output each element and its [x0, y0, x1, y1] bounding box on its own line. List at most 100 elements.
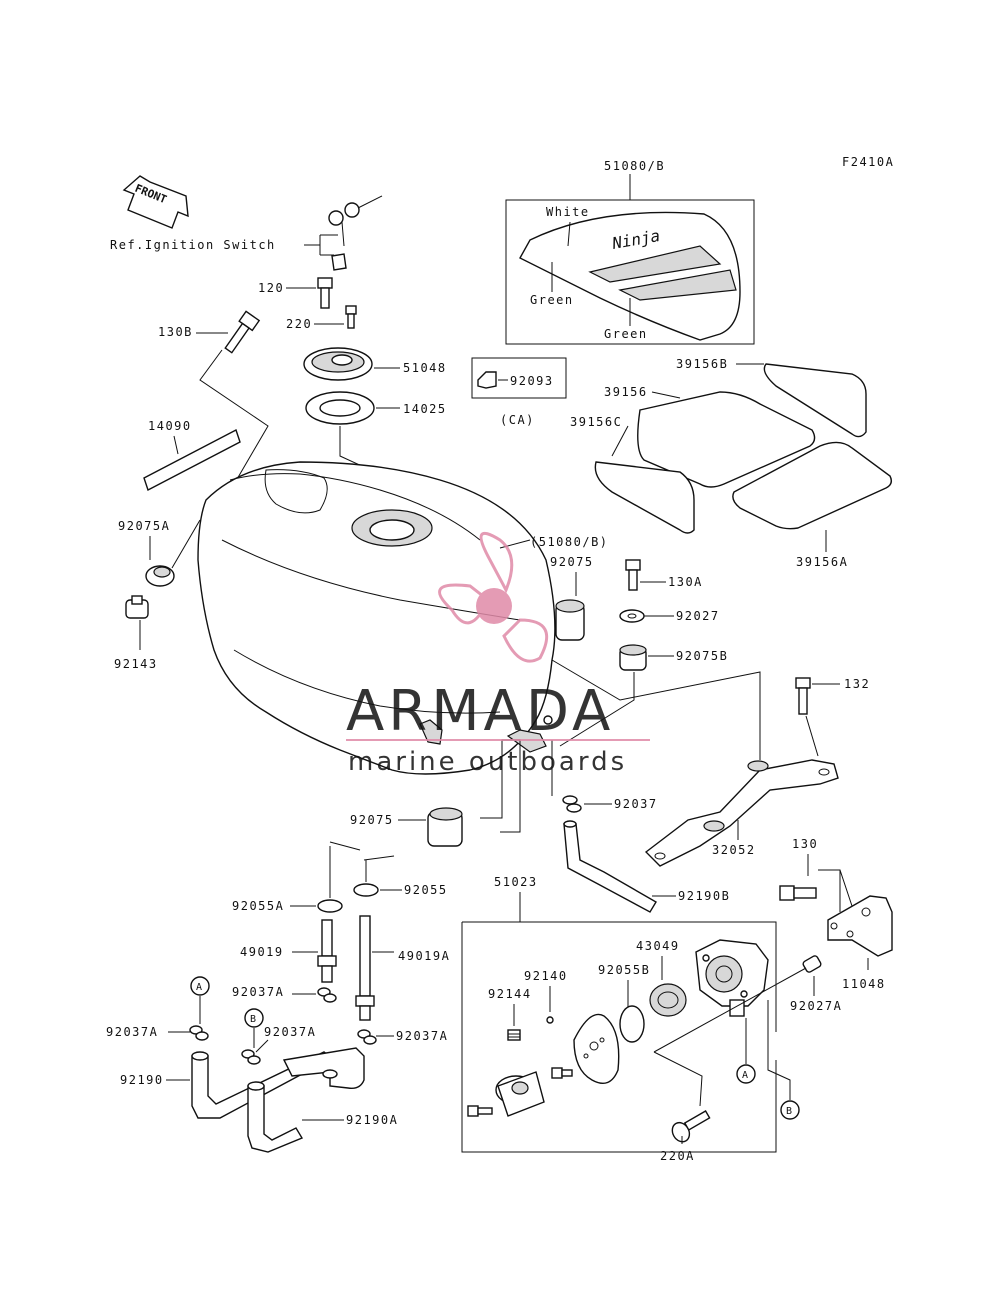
clip-92037A-3-icon: [241, 1049, 261, 1065]
knee-pad-39156B-icon: [763, 363, 867, 438]
damper-92075-lower-icon: [427, 807, 463, 847]
ref-circle-B-right: B: [780, 1100, 800, 1120]
label-51023: 51023: [494, 875, 538, 889]
label-130B: 130B: [158, 325, 193, 339]
watermark-brand: ARMADA: [346, 679, 614, 744]
label-39156A: 39156A: [796, 555, 848, 569]
diaphragm-43049-icon: [649, 983, 687, 1017]
svg-text:A: A: [196, 982, 202, 993]
label-92055: 92055: [404, 883, 448, 897]
hose-92190A-icon: [247, 1047, 365, 1153]
tap-plate-icon: [573, 1013, 620, 1084]
label-220A: 220A: [660, 1149, 695, 1163]
lever-screw-icon: [467, 1105, 493, 1117]
label-51048: 51048: [403, 361, 447, 375]
watermark-tagline: marine outboards: [348, 747, 627, 777]
label-92144: 92144: [488, 987, 532, 1001]
grommet-92075B-icon: [619, 644, 647, 671]
label-220: 220: [286, 317, 312, 331]
fuel-tap-body-icon: [695, 939, 769, 1017]
ref-ignition-switch-label: Ref.Ignition Switch: [110, 238, 276, 252]
bolt-130A-icon: [625, 559, 641, 591]
label-49019: 49019: [240, 945, 284, 959]
tap-lever-icon: [495, 1071, 545, 1117]
propeller-logo-icon: [438, 531, 549, 663]
bolt-130-icon: [779, 885, 817, 901]
bolt-132-icon: [795, 677, 811, 715]
oring-92055A-icon: [317, 899, 343, 913]
bolt-92143-icon: [125, 595, 149, 619]
label-130A: 130A: [668, 575, 703, 589]
cap-ring-14025-icon: [305, 391, 375, 425]
clip-92037A-2-icon: [317, 987, 337, 1003]
decal-white-label: White: [546, 205, 590, 219]
oring-92055B-icon: [619, 1005, 645, 1043]
label-39156: 39156: [604, 385, 648, 399]
label-92055B: 92055B: [598, 963, 650, 977]
label-51080B: 51080/B: [604, 159, 665, 173]
front-arrow-icon: FRONT: [122, 175, 189, 229]
decal-box: [505, 199, 755, 345]
fuel-tank-icon: [197, 461, 556, 775]
label-14090: 14090: [148, 419, 192, 433]
oring-92055-icon: [353, 883, 379, 897]
clip-92037A-1-icon: [189, 1025, 209, 1041]
label-92027: 92027: [676, 609, 720, 623]
grommet-92075A-icon: [145, 565, 175, 587]
label-92190A: 92190A: [346, 1113, 398, 1127]
label-49019A: 49019A: [398, 949, 450, 963]
label-92037A-3: 92037A: [264, 1025, 316, 1039]
decal-green-label-2: Green: [604, 327, 648, 341]
label-92037A-1: 92037A: [106, 1025, 158, 1039]
ball-92140-icon: [546, 1016, 554, 1024]
knee-pad-39156A-icon: [732, 441, 893, 530]
label-92190: 92190: [120, 1073, 164, 1087]
bolt-120-icon: [317, 277, 333, 309]
svg-text:B: B: [786, 1106, 792, 1117]
label-39156C: 39156C: [570, 415, 622, 429]
label-92093: 92093: [510, 374, 554, 388]
label-39156B: 39156B: [676, 357, 728, 371]
clip-92037A-4-icon: [357, 1029, 377, 1045]
label-130: 130: [792, 837, 818, 851]
damper-92075-upper-icon: [555, 599, 585, 641]
svg-text:B: B: [250, 1014, 256, 1025]
label-92075B: 92075B: [676, 649, 728, 663]
ref-circle-A-right: A: [736, 1064, 756, 1084]
label-11048: 11048: [842, 977, 886, 991]
armada-watermark: ARMADA marine outboards: [346, 531, 650, 777]
hose-92190B-icon: [563, 820, 657, 913]
label-14025: 14025: [403, 402, 447, 416]
washer-92027-icon: [619, 609, 645, 623]
collar-92027A-icon: [802, 955, 822, 973]
decal-green-label-1: Green: [530, 293, 574, 307]
bracket-32052-icon: [644, 759, 839, 867]
ref-circle-B-left: B: [244, 1008, 264, 1028]
fuel-pipe-49019A-icon: [355, 915, 375, 1021]
label-92075A: 92075A: [118, 519, 170, 533]
label-132: 132: [844, 677, 870, 691]
label-92037: 92037: [614, 797, 658, 811]
svg-text:A: A: [742, 1070, 748, 1081]
figure-code: F2410A: [842, 155, 894, 169]
screw-220A-icon: [671, 1110, 711, 1143]
part-92093-box: [471, 357, 567, 399]
label-92075-upper: 92075: [550, 555, 594, 569]
clip-92037-icon: [562, 795, 582, 813]
label-120: 120: [258, 281, 284, 295]
label-32052: 32052: [712, 843, 756, 857]
ref-circle-A-left: A: [190, 976, 210, 996]
fuel-pipe-49019-icon: [317, 919, 337, 983]
label-92143: 92143: [114, 657, 158, 671]
screw-220-icon: [345, 305, 357, 329]
label-51080B-ref: (51080/B): [530, 535, 609, 549]
ignition-key-icon: [328, 195, 383, 271]
label-92190B: 92190B: [678, 889, 730, 903]
bracket-11048-icon: [827, 895, 893, 957]
label-92037A-2: 92037A: [232, 985, 284, 999]
tap-screw-icon: [551, 1067, 573, 1079]
label-92140: 92140: [524, 969, 568, 983]
fuel-cap-51048-icon: [303, 347, 373, 381]
label-92055A: 92055A: [232, 899, 284, 913]
